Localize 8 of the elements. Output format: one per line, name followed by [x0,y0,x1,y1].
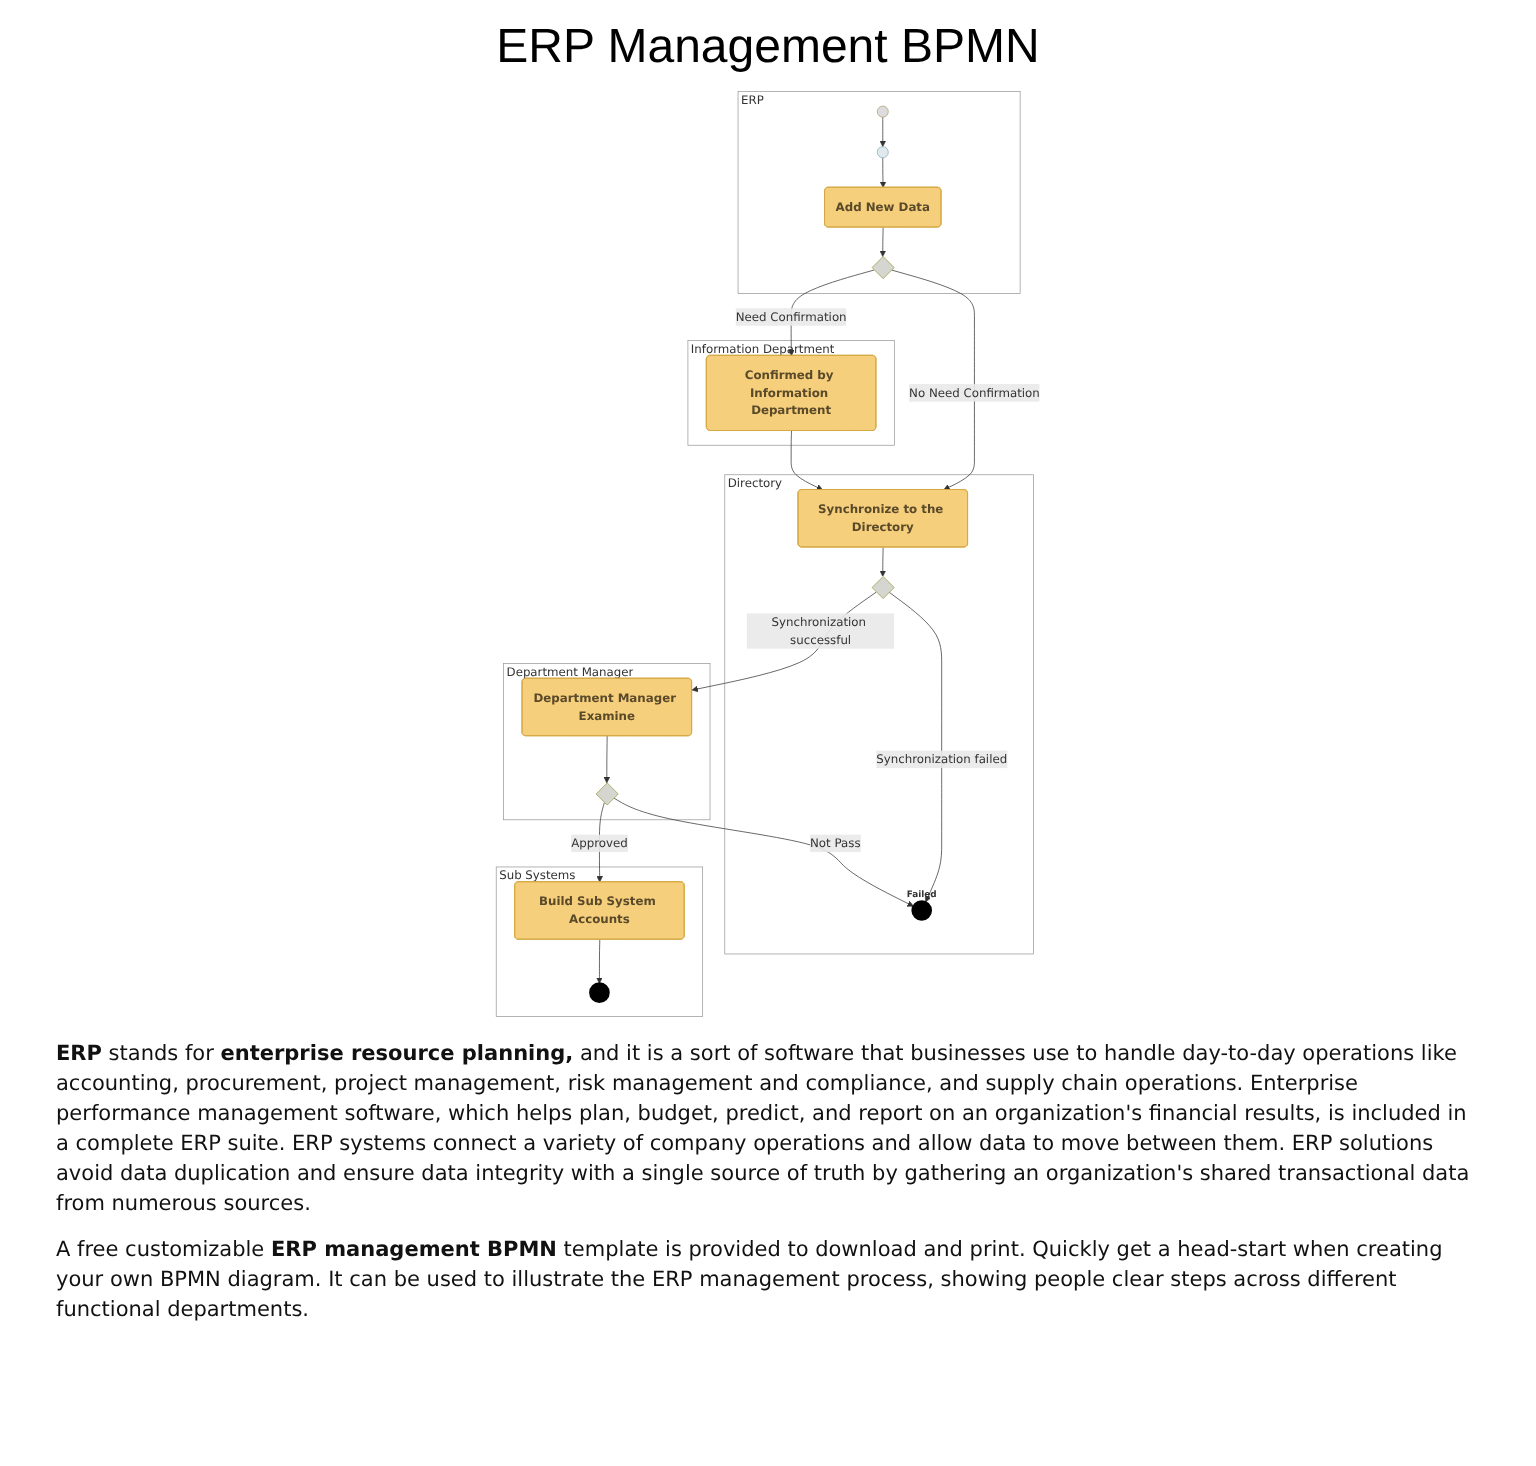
diagram-title: ERP Management BPMN [494,20,1042,76]
node-diamond [595,782,619,806]
node-circle [876,105,889,118]
node-circle [876,146,889,159]
description-paragraph: ERP stands for enterprise resource planning, and it is a sort of software that businesses use to handle day-to-day operations like accounting, procurement, project management, risk management and compliance, and supply chain operations. Enterprise performance management software, which helps plan, budget, predict, and report on an organization's financial results, is included in a complete ERP suite. ERP systems connect a variety of company operations and allow data to move between them. ERP solutions avoid data duplication and ensure data integrity with a single source of truth by gathering an organization's shared transactional data from numerous sources. [56,1040,1472,1220]
node-diamond [871,576,895,599]
description-paragraph: A free customizable ERP management BPMN template is provided to download and print. Quickly get a head-start when creating your own BPMN diagram. It can be used to illustrate the ERP management process, showing people clear steps across different functional departments. [56,1236,1445,1326]
node-diamond [871,256,895,279]
